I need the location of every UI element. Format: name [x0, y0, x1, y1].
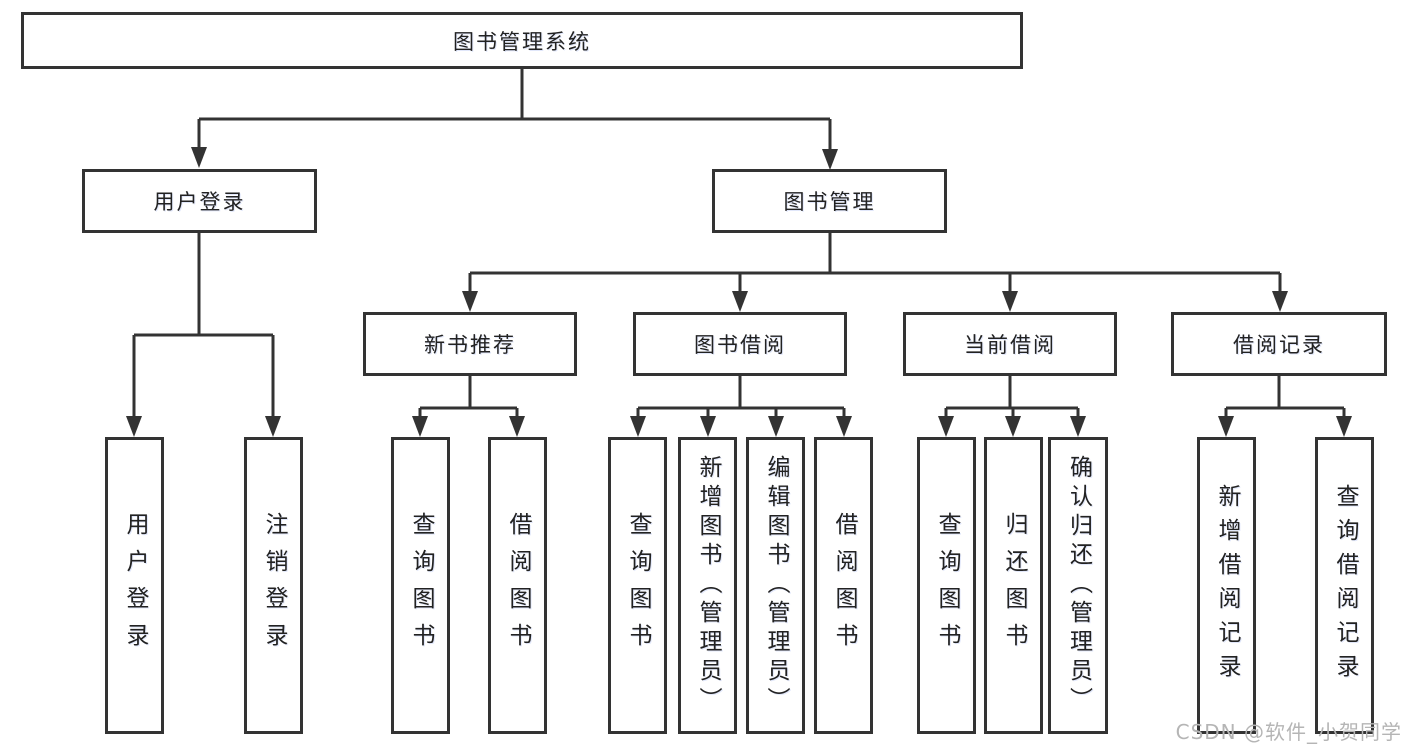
leaf-logout-label: 注销登录: [261, 511, 287, 660]
leaf-query-borrow-record-label: 查询借阅记录: [1332, 483, 1358, 688]
leaf-edit-books-admin-label: 编辑图书（管理员）: [763, 455, 789, 716]
node-book-borrowing-label: 图书借阅: [694, 333, 786, 357]
node-borrowing-records-label: 借阅记录: [1233, 333, 1325, 357]
node-library-system-label: 图书管理系统: [453, 29, 591, 54]
leaf-borrow-books-1-label: 借阅图书: [505, 511, 531, 660]
leaf-query-books-1-label: 查询图书: [408, 511, 434, 660]
node-user-login-label: 用户登录: [153, 190, 246, 214]
connector-arrowheads: [126, 147, 1352, 437]
leaf-query-books-2-label: 查询图书: [625, 511, 651, 660]
leaf-query-books-3: 查询图书: [917, 437, 976, 734]
leaf-borrow-books-1: 借阅图书: [488, 437, 547, 734]
leaf-add-books-admin-label: 新增图书（管理员）: [695, 455, 721, 716]
leaf-query-borrow-record: 查询借阅记录: [1315, 437, 1374, 734]
leaf-add-borrow-record: 新增借阅记录: [1197, 437, 1256, 734]
node-book-management: 图书管理: [712, 169, 947, 233]
leaf-logout: 注销登录: [244, 437, 303, 734]
leaf-confirm-return-admin-label: 确认归还（管理员）: [1065, 455, 1092, 716]
leaf-add-borrow-record-label: 新增借阅记录: [1214, 483, 1240, 688]
leaf-user-login-label: 用户登录: [122, 511, 148, 660]
leaf-query-books-3-label: 查询图书: [934, 511, 960, 660]
node-current-borrowing-label: 当前借阅: [964, 333, 1056, 357]
node-current-borrowing: 当前借阅: [903, 312, 1117, 376]
node-user-login: 用户登录: [82, 169, 317, 233]
node-borrowing-records: 借阅记录: [1171, 312, 1387, 376]
leaf-borrow-books-2-label: 借阅图书: [831, 511, 857, 660]
watermark: CSDN @软件_小贺同学: [1175, 720, 1402, 744]
leaf-user-login: 用户登录: [105, 437, 164, 734]
leaf-borrow-books-2: 借阅图书: [814, 437, 873, 734]
node-book-borrowing: 图书借阅: [633, 312, 847, 376]
node-new-book-recommendation-label: 新书推荐: [424, 333, 516, 357]
leaf-return-books-label: 归还图书: [1001, 511, 1027, 660]
leaf-edit-books-admin: 编辑图书（管理员）: [746, 437, 805, 734]
node-book-management-label: 图书管理: [783, 190, 876, 214]
leaf-add-books-admin: 新增图书（管理员）: [678, 437, 737, 734]
node-new-book-recommendation: 新书推荐: [363, 312, 577, 376]
connector-paths: [132, 68, 1346, 418]
leaf-confirm-return-admin: 确认归还（管理员）: [1048, 437, 1108, 734]
leaf-query-books-1: 查询图书: [391, 437, 450, 734]
leaf-query-books-2: 查询图书: [608, 437, 667, 734]
leaf-return-books: 归还图书: [984, 437, 1043, 734]
node-library-system: 图书管理系统: [21, 12, 1023, 69]
